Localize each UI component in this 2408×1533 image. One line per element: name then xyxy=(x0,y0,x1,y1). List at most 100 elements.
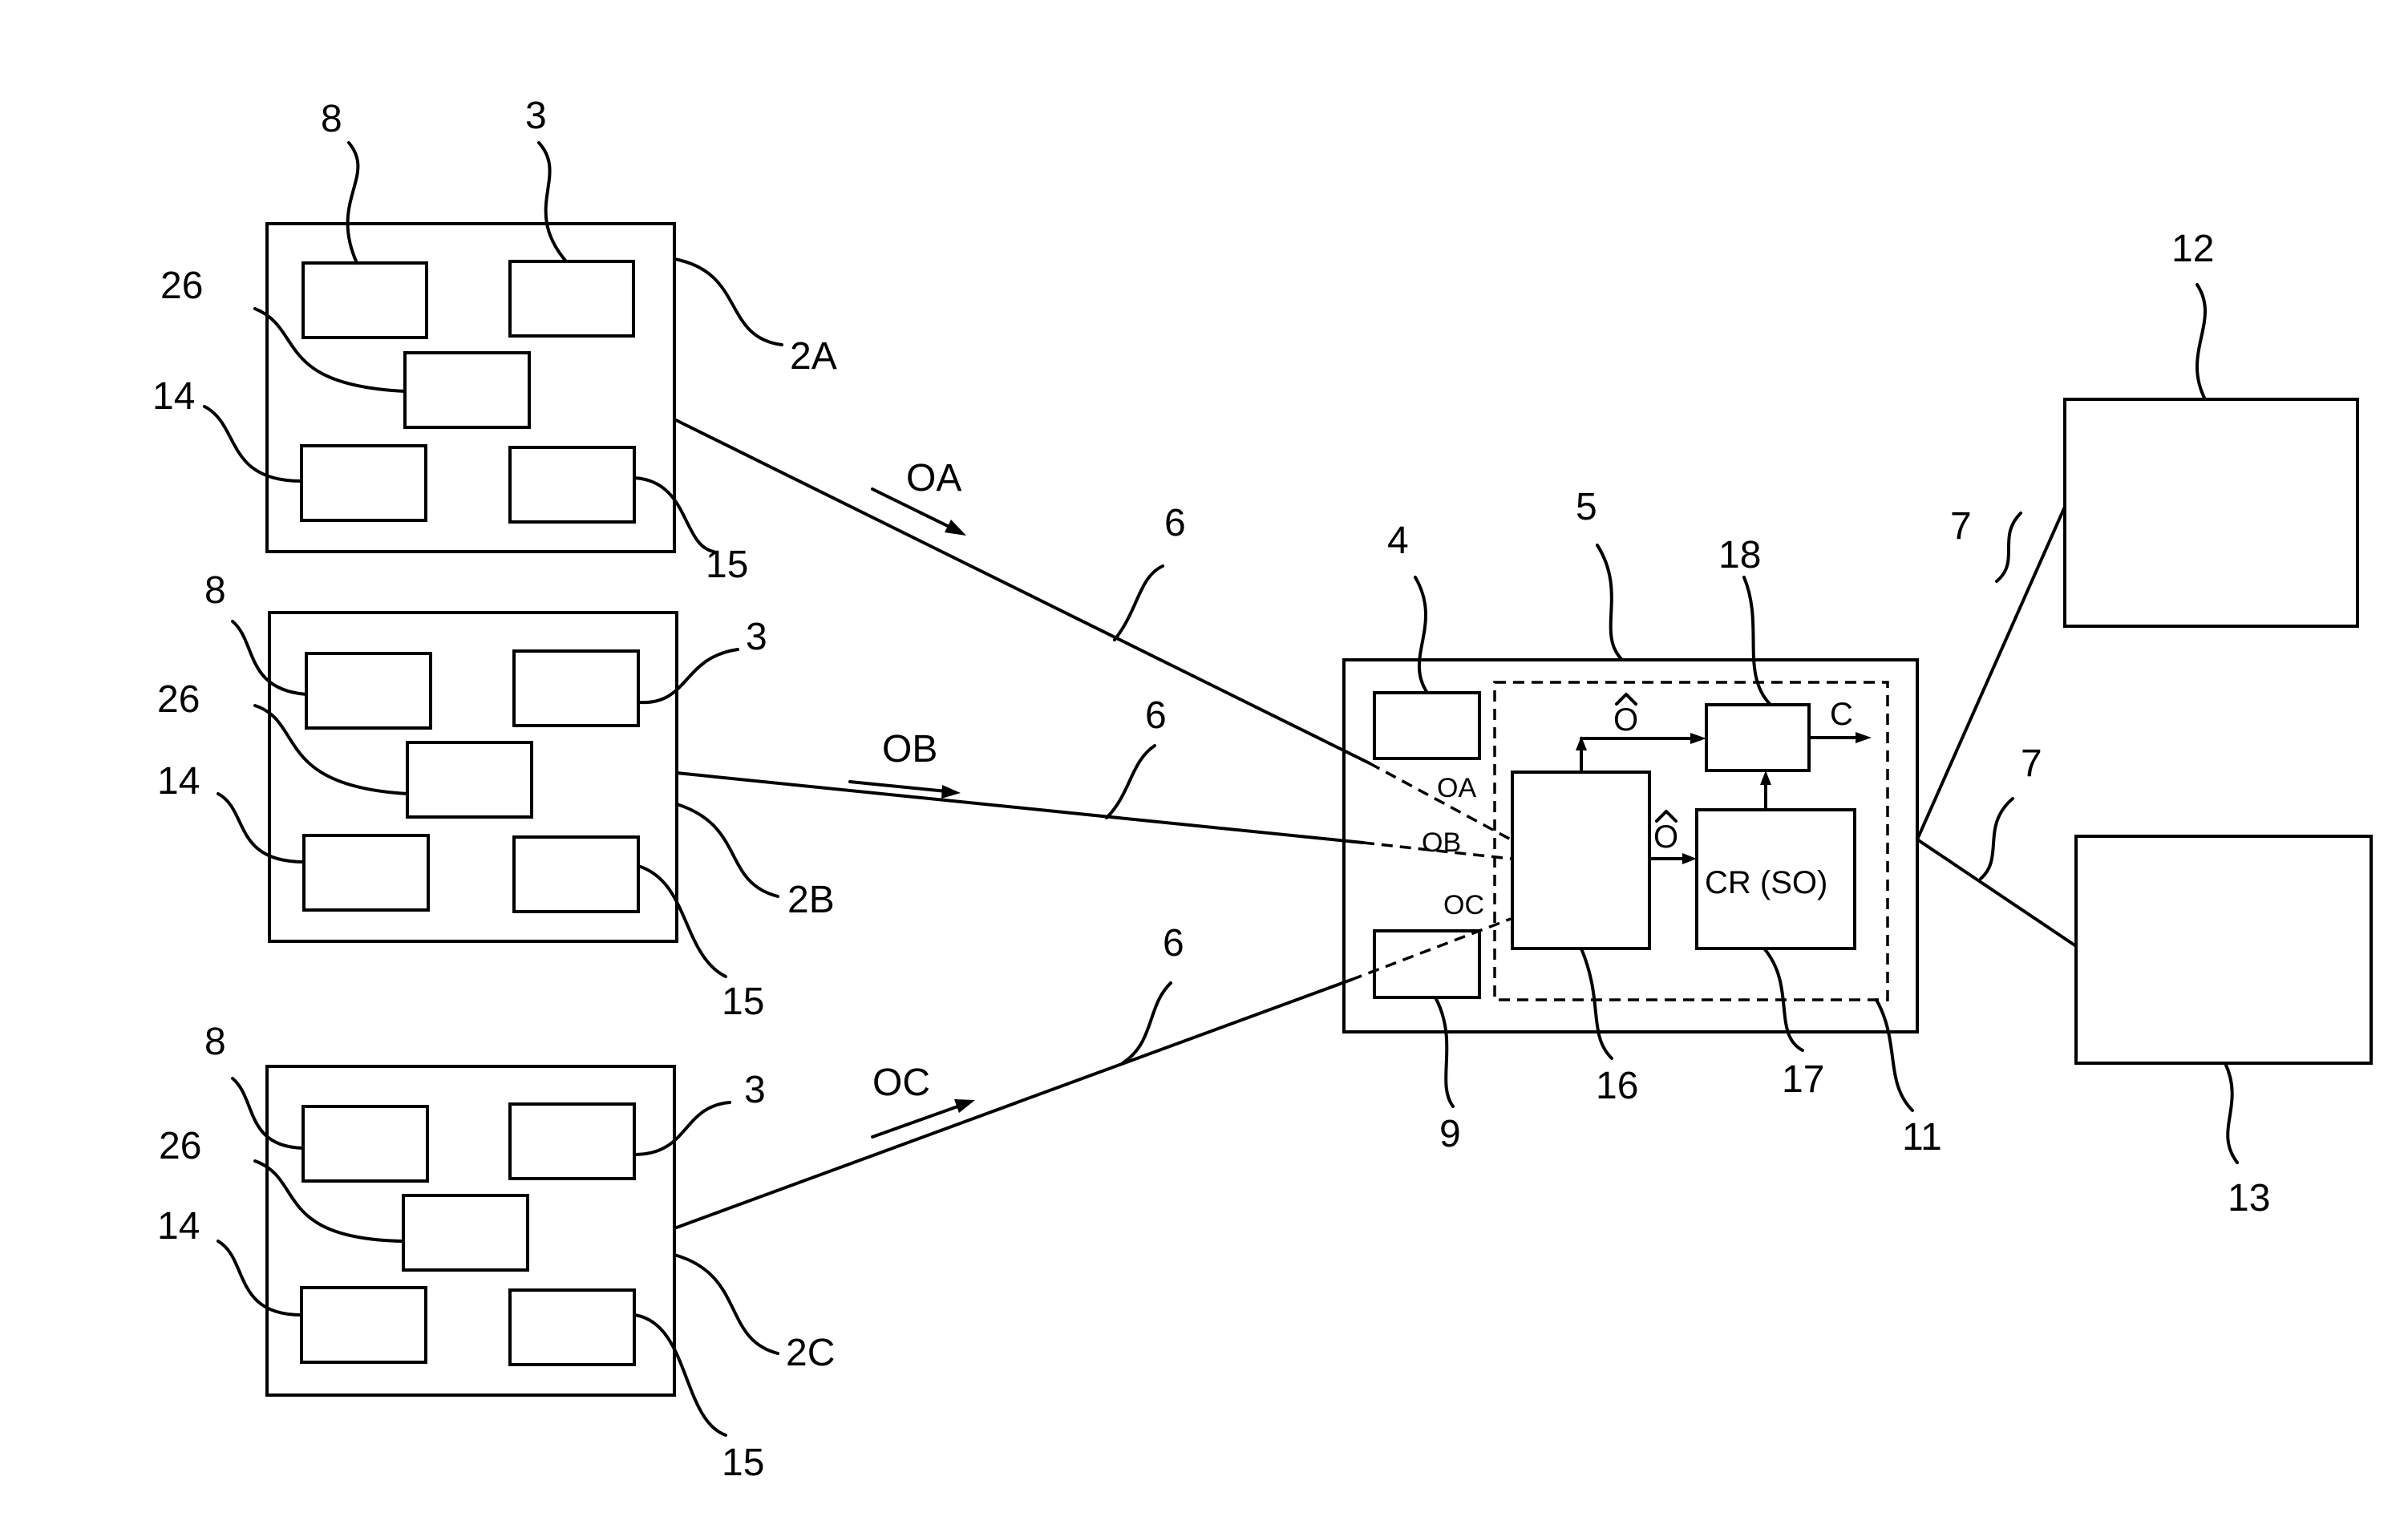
ref-label-9: 9 xyxy=(1439,1113,1461,1155)
estimate-symbol-top: O xyxy=(1613,702,1638,738)
arrow-b-head xyxy=(941,785,961,799)
leader-2b-26 xyxy=(255,706,407,794)
arrow-c-head xyxy=(954,1099,975,1113)
leader-18 xyxy=(1744,577,1771,705)
device-2b: 8 3 26 14 15 2B xyxy=(157,569,835,1023)
server-5: OA OB OC O O C CR (SO) 4 5 18 9 16 17 11 xyxy=(1344,486,1942,1159)
terminal-13 xyxy=(2076,836,2371,1063)
arrow-b-shaft xyxy=(850,782,946,791)
device-2b-component-14 xyxy=(304,835,428,910)
leader-2c-15 xyxy=(634,1315,726,1435)
ref-label-link-c: 6 xyxy=(1163,922,1184,965)
leader-2c-14 xyxy=(218,1241,302,1315)
device-2c: 8 3 26 14 15 2C xyxy=(157,1021,835,1484)
ref-label-2c-26: 26 xyxy=(159,1125,201,1167)
leader-11 xyxy=(1876,1000,1912,1110)
ref-label-7-bottom: 7 xyxy=(2021,742,2042,785)
arrow-estimator-to-output xyxy=(1581,738,1694,772)
ref-label-2b-3: 3 xyxy=(746,616,767,658)
ref-label-11: 11 xyxy=(1902,1116,1942,1159)
ref-label-12: 12 xyxy=(2171,228,2214,270)
arrow-right-head-3 xyxy=(1856,732,1872,743)
input-label-a: OA xyxy=(1437,773,1476,803)
device-2c-component-14 xyxy=(302,1288,426,1362)
processing-unit-11 xyxy=(1495,682,1888,1000)
device-2a-component-8 xyxy=(303,263,427,338)
terminal-12 xyxy=(2065,399,2357,626)
device-2a-component-14 xyxy=(302,446,426,520)
ref-label-4: 4 xyxy=(1387,520,1409,562)
leader-2c-3 xyxy=(634,1102,730,1155)
leader-6b xyxy=(1107,746,1155,818)
arrow-right-head-2 xyxy=(1682,853,1697,864)
ref-label-2b-8: 8 xyxy=(204,569,226,612)
arrow-up-head-2 xyxy=(1760,771,1771,785)
ref-label-18: 18 xyxy=(1718,534,1761,576)
ref-label-5: 5 xyxy=(1576,486,1597,528)
device-2a-component-3 xyxy=(510,261,633,336)
ref-label-2b-26: 26 xyxy=(157,678,200,721)
output-module-18 xyxy=(1706,705,1809,771)
ref-label-16: 16 xyxy=(1596,1065,1638,1107)
leader-2b-14 xyxy=(218,794,304,862)
device-2c-component-15 xyxy=(510,1290,634,1365)
input-label-b: OB xyxy=(1422,827,1461,858)
leader-16 xyxy=(1581,949,1612,1058)
ref-label-2a-26: 26 xyxy=(160,265,203,307)
leader-5 xyxy=(1597,545,1622,660)
link-c xyxy=(674,980,1351,1228)
leader-6c xyxy=(1123,983,1171,1063)
ref-label-17: 17 xyxy=(1782,1058,1824,1101)
signal-arrow-b: OB xyxy=(850,728,961,799)
arrow-right-head-1 xyxy=(1690,733,1706,744)
ref-label-link-b: 6 xyxy=(1145,694,1167,737)
ref-label-2c: 2C xyxy=(786,1332,835,1374)
signal-label-c: OC xyxy=(872,1062,930,1104)
leader-9 xyxy=(1435,997,1453,1106)
ref-label-2b-15: 15 xyxy=(722,981,764,1023)
arrow-c-shaft xyxy=(872,1105,962,1137)
ref-label-2a-8: 8 xyxy=(321,98,342,140)
leader-7-bottom xyxy=(1981,799,2013,879)
link-a xyxy=(674,419,1370,763)
leader-2a-8 xyxy=(348,143,358,263)
signal-arrow-c: OC xyxy=(872,1062,975,1137)
device-2c-component-3 xyxy=(510,1104,634,1179)
device-2a-frame xyxy=(267,224,674,552)
ref-label-13: 13 xyxy=(2228,1177,2270,1220)
leader-12 xyxy=(2197,285,2205,399)
ref-label-2a-3: 3 xyxy=(525,95,547,137)
leader-6a xyxy=(1115,566,1163,640)
ref-label-2a-14: 14 xyxy=(152,375,195,418)
device-2c-component-8 xyxy=(303,1106,427,1181)
ref-label-2c-8: 8 xyxy=(204,1021,226,1063)
storage-4 xyxy=(1374,693,1479,758)
ref-label-2b-14: 14 xyxy=(157,760,200,803)
link-7-top xyxy=(1917,507,2065,839)
ref-label-2c-3: 3 xyxy=(744,1069,766,1111)
device-2b-component-26 xyxy=(407,742,532,817)
leader-2b-15 xyxy=(638,866,726,977)
leader-2b-2b xyxy=(677,804,778,896)
ref-label-2c-15: 15 xyxy=(722,1442,764,1484)
estimator-16 xyxy=(1512,772,1649,949)
device-2a-component-15 xyxy=(510,447,634,522)
estimate-symbol-mid: O xyxy=(1653,819,1678,855)
device-2a-component-26 xyxy=(405,353,529,427)
output-terminals: 7 7 12 13 xyxy=(1917,228,2371,1220)
signal-label-b: OB xyxy=(882,728,937,771)
leader-2b-3 xyxy=(638,649,738,702)
ref-label-2a: 2A xyxy=(790,335,837,378)
device-2b-component-3 xyxy=(514,651,638,726)
communication-links: 6 6 6 OA OB OC xyxy=(674,419,1370,1228)
device-2b-component-8 xyxy=(306,653,431,728)
device-2c-component-26 xyxy=(403,1195,528,1270)
leader-2a-14 xyxy=(204,407,302,481)
link-7-bottom xyxy=(1917,839,2076,946)
leader-13 xyxy=(2225,1063,2237,1163)
ref-label-7-top: 7 xyxy=(1950,505,1972,548)
signal-label-a: OA xyxy=(906,457,961,500)
leader-7-top xyxy=(1997,513,2021,581)
